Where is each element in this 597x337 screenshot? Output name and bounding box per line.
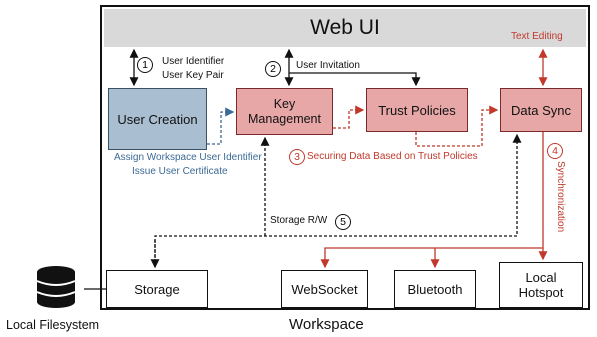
- label-issue-certificate: Issue User Certificate: [132, 166, 228, 177]
- user-creation-node: User Creation: [108, 88, 207, 150]
- step-4-badge: 4: [547, 143, 563, 159]
- filesystem-caption: Local Filesystem: [6, 318, 100, 332]
- arrow-sync-websocket: [320, 247, 543, 269]
- label-user-invitation: User Invitation: [296, 60, 360, 71]
- label-user-key-pair: User Key Pair: [162, 70, 224, 81]
- storage-node: Storage: [106, 270, 208, 308]
- label-securing-data: Securing Data Based on Trust Policies: [307, 151, 478, 162]
- local-hotspot-line2: Hotspot: [518, 285, 564, 300]
- arrow-trust-datasync: [415, 105, 499, 147]
- label-synchronization: Synchronization: [555, 161, 566, 233]
- workspace-frame: [100, 5, 590, 310]
- arrow-user-invitation: [289, 72, 421, 87]
- step-3-badge: 3: [289, 149, 305, 165]
- websocket-node: WebSocket: [281, 270, 368, 308]
- key-management-line1: Key: [273, 96, 296, 111]
- web-ui-bar: Web UI: [104, 9, 586, 47]
- trust-policies-node: Trust Policies: [366, 88, 468, 132]
- step-5-badge: 5: [335, 214, 351, 230]
- key-management-line2: Management: [248, 111, 321, 126]
- label-assign-identifier: Assign Workspace User Identifier: [114, 152, 262, 163]
- arrow-user-creation-key-management: [207, 107, 235, 145]
- bluetooth-node: Bluetooth: [394, 270, 476, 308]
- label-user-identifier: User Identifier: [162, 56, 225, 67]
- local-hotspot-line1: Local: [525, 270, 557, 285]
- step-2-badge: 2: [265, 61, 281, 77]
- step-1-badge: 1: [137, 57, 153, 73]
- label-storage-rw: Storage R/W: [270, 215, 328, 226]
- workspace-caption: Workspace: [289, 316, 364, 333]
- label-text-editing: Text Editing: [511, 31, 563, 42]
- arrow-key-management-trust: [333, 105, 365, 129]
- database-icon: [36, 266, 76, 308]
- data-sync-node: Data Sync: [500, 88, 582, 132]
